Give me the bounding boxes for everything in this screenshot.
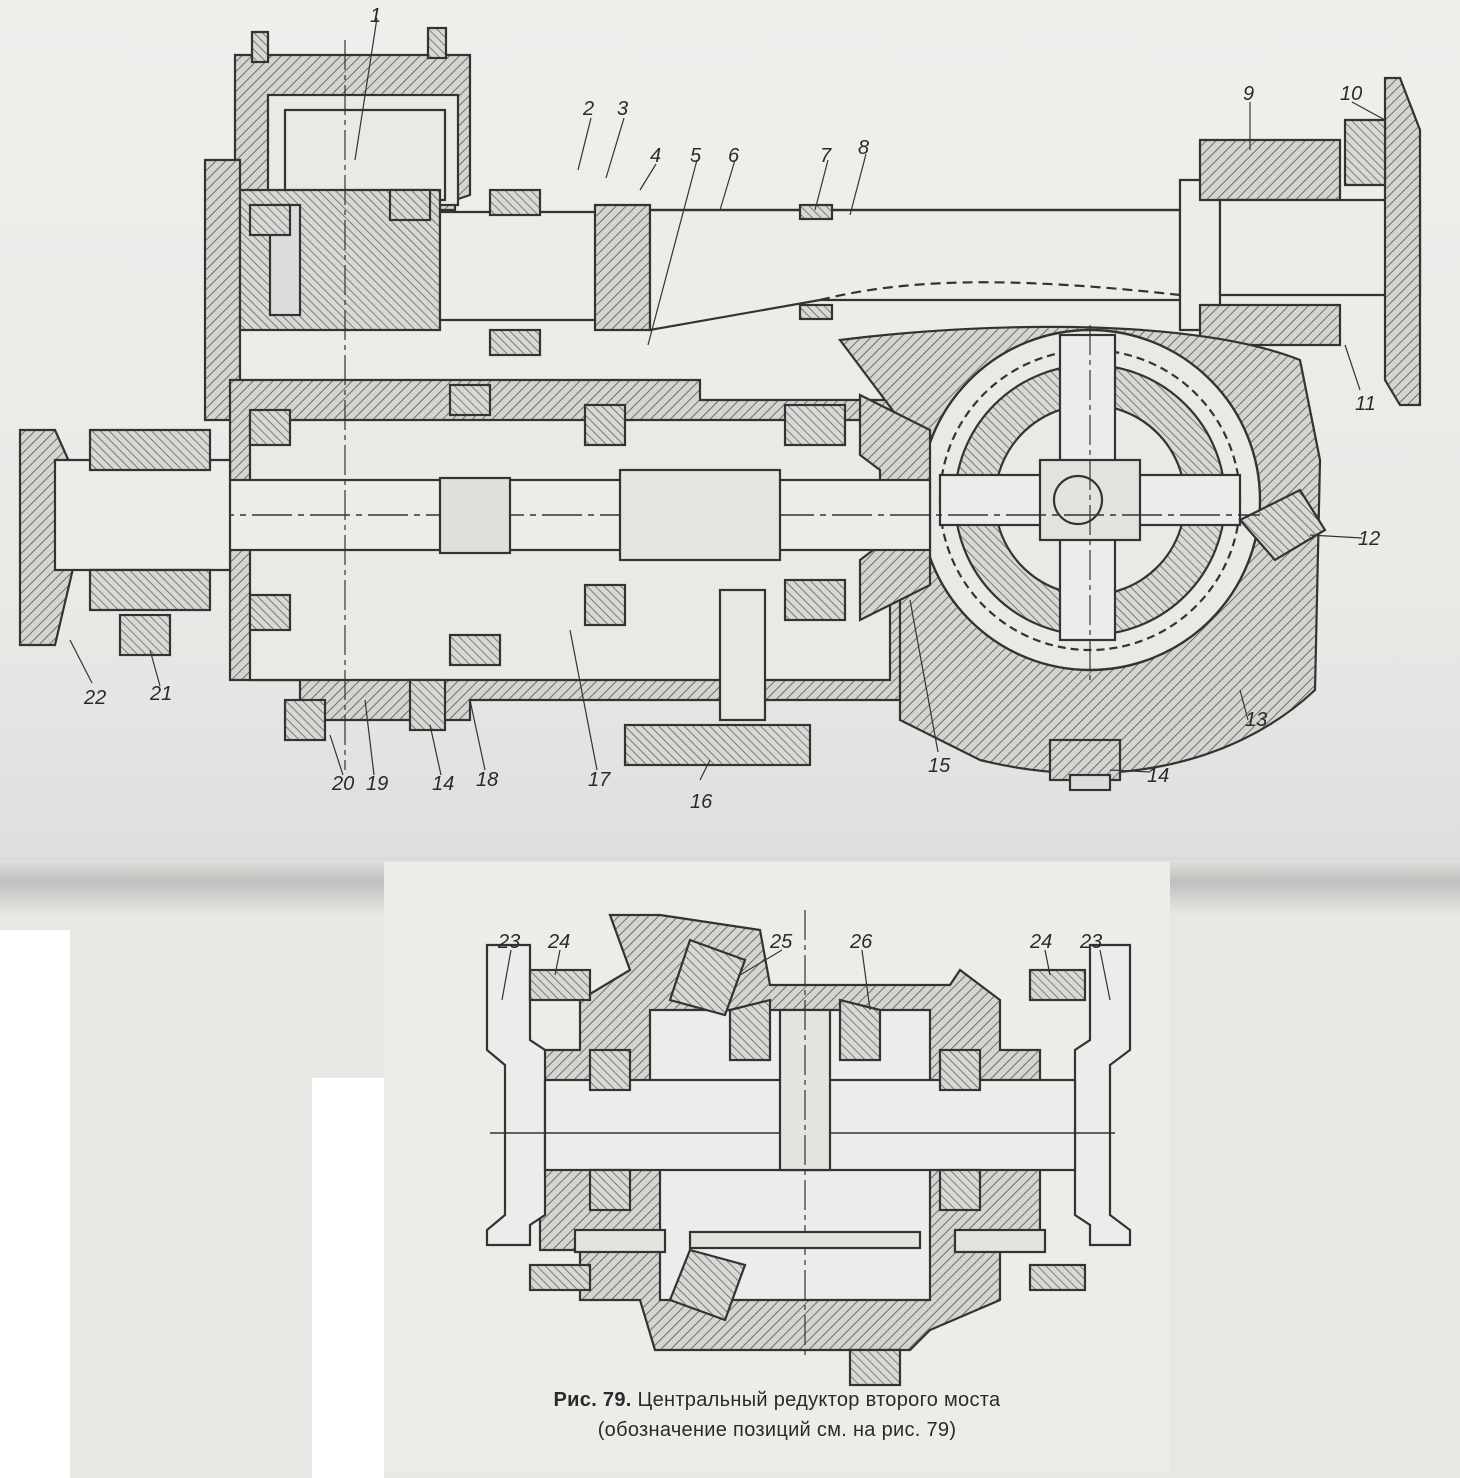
callout-1: 1 [370,5,381,27]
callout-15: 15 [928,755,951,777]
callout-23-right: 23 [1079,931,1102,953]
callout-13: 13 [1245,709,1267,731]
callout-18: 18 [476,769,498,791]
callout-26: 26 [849,931,873,953]
callout-14-left: 14 [432,773,454,795]
callout-2: 2 [582,98,594,120]
callout-11: 11 [1355,393,1376,415]
leader-lines-bottom [501,949,1111,1011]
leader-lines-top [69,17,1386,781]
callout-10: 10 [1340,83,1362,105]
callout-7: 7 [820,145,832,167]
callout-5: 5 [690,145,702,167]
figure-caption: Рис. 79. Центральный редуктор второго мо… [384,1385,1170,1445]
caption-note: (обозначение позиций см. на рис. 79) [597,1419,957,1441]
callout-20: 20 [331,773,354,795]
callout-24-left: 24 [547,931,570,953]
callout-3: 3 [617,98,628,120]
callout-9: 9 [1243,83,1254,105]
callouts-bottom: 23 24 25 26 24 23 [497,931,1102,953]
callout-14-right: 14 [1147,765,1169,787]
callout-25: 25 [769,931,793,953]
callout-21: 21 [149,683,172,705]
blank-mask-middle [312,1078,384,1478]
callout-16: 16 [690,791,713,813]
blank-mask-left [0,930,70,1478]
callouts-top: 1 2 3 4 5 6 7 8 9 10 11 12 13 14 15 16 1… [83,5,1380,813]
callout-23-left: 23 [497,931,520,953]
callout-4: 4 [650,145,661,167]
callout-12: 12 [1358,528,1380,550]
caption-title: Центральный редуктор второго моста [637,1389,1001,1411]
second-axle-reducer-section [485,910,1132,1387]
main-reducer-section [18,26,1422,792]
callout-22: 22 [83,687,106,709]
caption-prefix: Рис. 79. [553,1389,632,1411]
callout-6: 6 [728,145,740,167]
callout-19: 19 [366,773,388,795]
callout-8: 8 [858,137,869,159]
callout-24-right: 24 [1029,931,1052,953]
caption-line-1: Рис. 79. Центральный редуктор второго мо… [384,1385,1170,1415]
callout-17: 17 [588,769,611,791]
